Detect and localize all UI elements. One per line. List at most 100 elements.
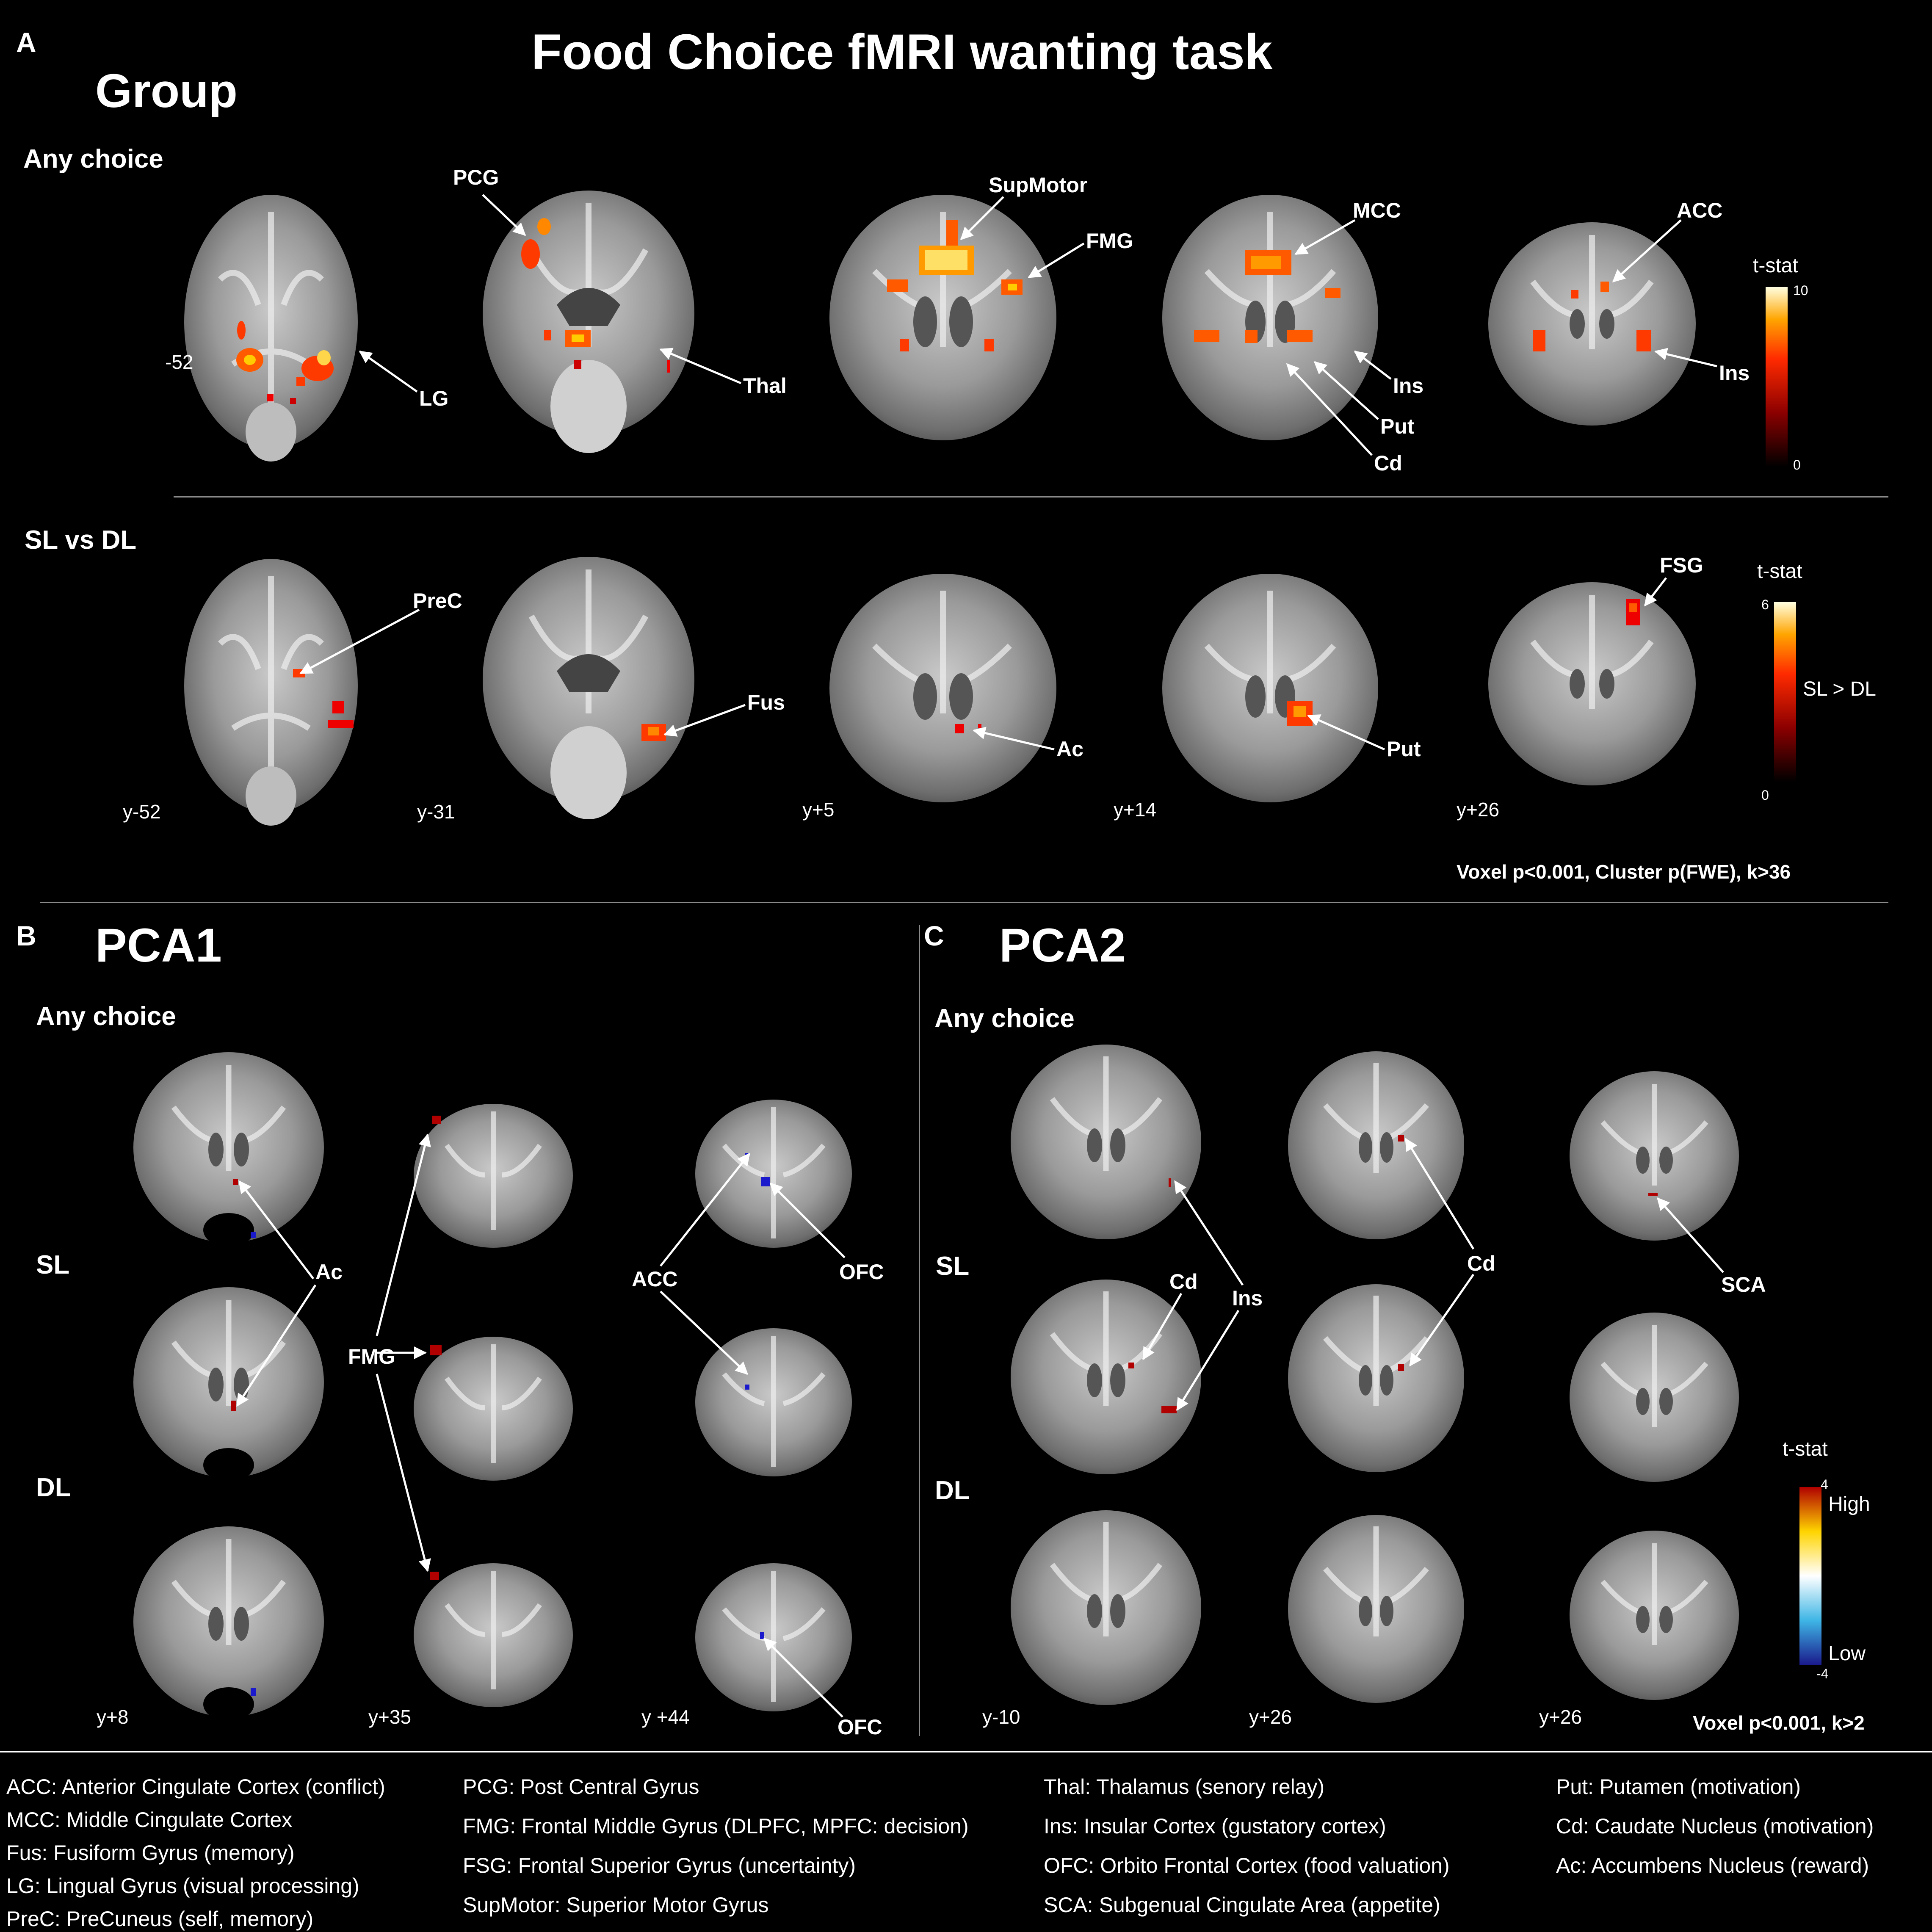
- arrow-supmotor: [960, 196, 1004, 240]
- panel-a-note: Voxel p<0.001, Cluster p(FWE), k>36: [1457, 861, 1791, 883]
- arrow-ac-b2: [236, 1284, 317, 1407]
- brain-a1-3: [829, 195, 1056, 440]
- scale2-colorbar: [1774, 602, 1796, 782]
- brain-a2-3: [829, 574, 1056, 802]
- lab-ofc-b1: OFC: [839, 1260, 884, 1284]
- arrow-ins-a2: [1654, 348, 1717, 368]
- panel-c-letter: C: [924, 920, 944, 951]
- brain-c-3-1: [1570, 1071, 1739, 1241]
- legend-c3-1: Thal: Thalamus (senory relay): [1044, 1775, 1325, 1799]
- brain-c-2-3: [1288, 1515, 1464, 1703]
- legend-c1-1: ACC: Anterior Cingulate Cortex (conflict…: [6, 1775, 385, 1799]
- arrow-overlay: [236, 194, 1724, 1718]
- lab-put-a2: Put: [1387, 737, 1421, 761]
- panel-a-row1-label: Any choice: [23, 144, 163, 174]
- brain-b-2-2: [414, 1337, 573, 1481]
- brain-b-3-2: [695, 1328, 852, 1476]
- brain-a1-2: [483, 191, 694, 453]
- brain-b-3-3: [695, 1563, 852, 1711]
- lab-sca: SCA: [1721, 1273, 1766, 1296]
- coord-b-1: y+8: [97, 1706, 129, 1728]
- brain-a1-5: [1488, 222, 1696, 426]
- arrow-fsg: [1644, 577, 1667, 607]
- brain-b-2-1: [414, 1104, 573, 1248]
- scale2-title: t-stat: [1757, 560, 1802, 583]
- panel-a-group-title: Group: [95, 64, 238, 117]
- brain-c-2-2: [1288, 1284, 1464, 1472]
- brain-b-1-3: [133, 1526, 324, 1721]
- lab-lg: LG: [419, 387, 449, 410]
- divider-ab: [40, 902, 1888, 903]
- coord-a-2: y-31: [417, 801, 455, 823]
- legend-c2-4: SupMotor: Superior Motor Gyrus: [463, 1893, 769, 1917]
- scale3-min: -4: [1816, 1666, 1829, 1681]
- brain-b-2-3: [414, 1563, 573, 1707]
- scale3-title: t-stat: [1783, 1438, 1828, 1460]
- scale2-side-label: SL > DL: [1803, 678, 1876, 700]
- lab-fus: Fus: [747, 691, 785, 714]
- arrow-lg: [359, 350, 418, 393]
- arrow-fmg-b1: [376, 1133, 431, 1336]
- divider-a: [174, 496, 1888, 498]
- panel-a-letter: A: [16, 27, 36, 58]
- panel-c-note: Voxel p<0.001, k>2: [1693, 1712, 1865, 1734]
- lab-thal: Thal: [743, 374, 787, 398]
- coord-a-1: y-52: [123, 801, 161, 823]
- arrow-acc-b2: [660, 1291, 749, 1375]
- brain-b-1-1: [133, 1052, 324, 1247]
- lab-cd-c1: Cd: [1169, 1270, 1198, 1294]
- panel-c-dl: DL: [935, 1476, 970, 1505]
- lab-ac-b: Ac: [315, 1260, 343, 1284]
- arrow-fmg: [1028, 242, 1085, 279]
- coord-row1-left: -52: [165, 351, 193, 373]
- legend-c1-3: Fus: Fusiform Gyrus (memory): [6, 1841, 295, 1865]
- scale1-colorbar: [1766, 287, 1788, 467]
- brain-c-1-3: [1011, 1510, 1201, 1705]
- lab-acc-b: ACC: [632, 1267, 678, 1291]
- brain-b-1-2: [133, 1287, 324, 1482]
- panel-b-sl: SL: [36, 1250, 70, 1280]
- arrow-ac-b1: [238, 1180, 314, 1280]
- arrow-acc-b1: [660, 1153, 750, 1267]
- brain-c-3-3: [1570, 1531, 1739, 1700]
- arrow-put-a2: [1307, 714, 1385, 751]
- panel-a-row2-label: SL vs DL: [25, 525, 137, 555]
- lab-fmg: FMG: [1086, 229, 1133, 253]
- panel-b-sub: Any choice: [36, 1002, 176, 1031]
- scale1-min: 0: [1793, 457, 1801, 473]
- abbreviation-legend: ACC: Anterior Cingulate Cortex (conflict…: [0, 1751, 1932, 1932]
- legend-c1-4: LG: Lingual Gyrus (visual processing): [6, 1874, 359, 1898]
- arrow-put-a1: [1313, 361, 1379, 420]
- arrow-ofc-b2: [763, 1637, 843, 1718]
- arrow-fus: [663, 704, 746, 737]
- lab-ins-a2: Ins: [1719, 361, 1750, 385]
- arrow-cd-a1: [1286, 363, 1373, 456]
- arrow-thal: [659, 348, 741, 384]
- lab-prec: PreC: [413, 589, 462, 613]
- scale3-low: Low: [1828, 1642, 1866, 1665]
- scale2-min: 0: [1761, 788, 1769, 803]
- lab-fsg: FSG: [1660, 553, 1703, 577]
- scale3-high: High: [1828, 1493, 1870, 1515]
- arrow-ins-c1: [1176, 1310, 1240, 1411]
- brain-a1-1: [184, 195, 358, 462]
- scale2-max: 6: [1761, 597, 1769, 612]
- arrow-cd-c2: [1409, 1274, 1475, 1367]
- arrow-acc-a: [1612, 219, 1682, 283]
- arrow-prec: [299, 608, 420, 674]
- legend-c3-3: OFC: Orbito Frontal Cortex (food valuati…: [1044, 1854, 1450, 1877]
- figure-title: Food Choice fMRI wanting task: [531, 24, 1273, 80]
- legend-c2-2: FMG: Frontal Middle Gyrus (DLPFC, MPFC: …: [463, 1814, 969, 1838]
- lab-ins-a1: Ins: [1393, 374, 1424, 398]
- brain-a2-1: [184, 559, 358, 826]
- lab-cd-c2: Cd: [1467, 1252, 1495, 1275]
- legend-c4-3: Ac: Accumbens Nucleus (reward): [1556, 1854, 1869, 1877]
- legend-c2-1: PCG: Post Central Gyrus: [463, 1775, 699, 1799]
- scale3-colorbar: [1799, 1487, 1821, 1665]
- coord-c-3: y+26: [1539, 1706, 1582, 1728]
- coord-a-4: y+14: [1114, 799, 1157, 821]
- brain-a1-4: [1162, 195, 1378, 440]
- lab-pcg: PCG: [453, 166, 499, 189]
- legend-c2-3: FSG: Frontal Superior Gyrus (uncertainty…: [463, 1854, 856, 1877]
- lab-ac-a: Ac: [1056, 737, 1083, 761]
